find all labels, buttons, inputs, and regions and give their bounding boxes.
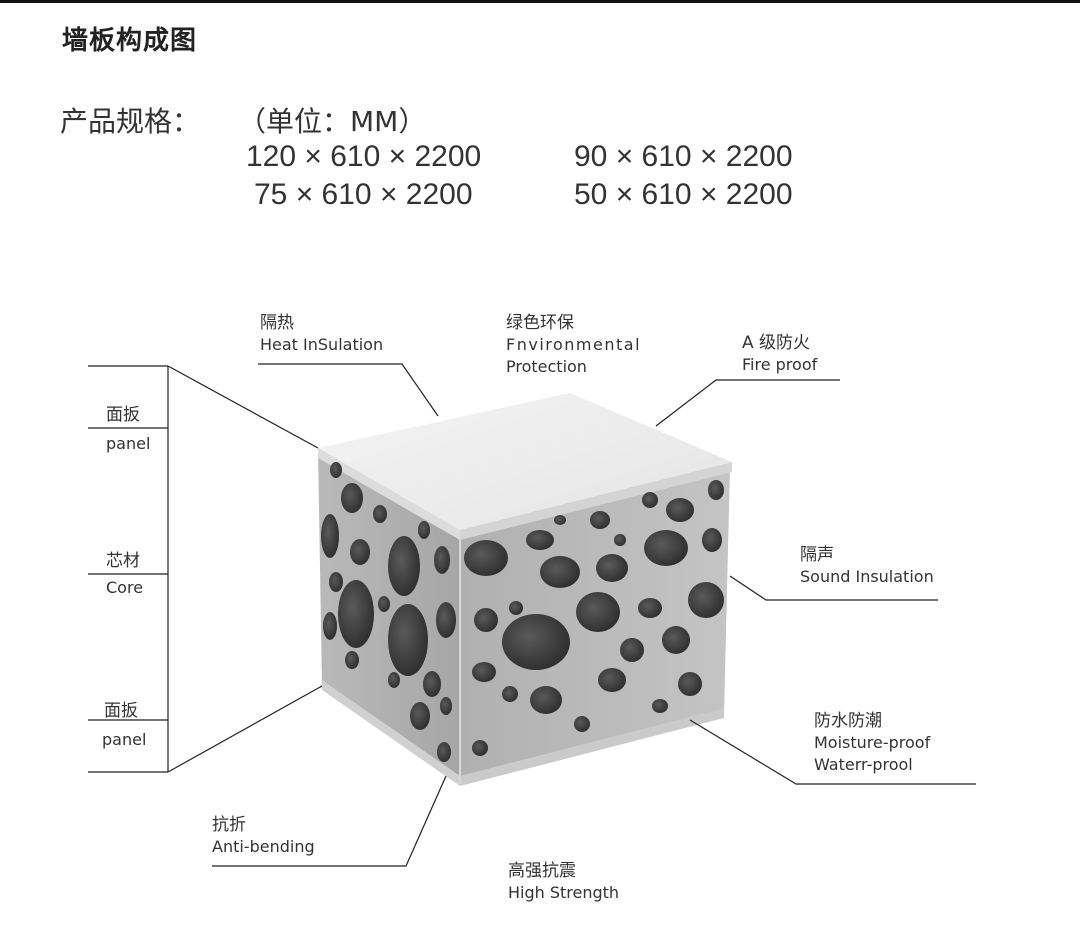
callout-moisture-en1: Moisture-proof: [814, 733, 931, 752]
label-panel-top-en: panel: [106, 434, 151, 453]
top-border: [0, 0, 1080, 3]
callout-moisture-en2: Waterr-prool: [814, 755, 913, 774]
callout-fire-cn: A 级防火: [742, 333, 811, 353]
spec-size-1: 120 × 610 × 2200: [246, 140, 482, 173]
spec-size-4: 50 × 610 × 2200: [574, 178, 793, 211]
callout-heat-en: Heat InSulation: [260, 335, 384, 354]
callout-strength-en: High Strength: [508, 883, 620, 902]
label-panel-top-cn: 面扳: [106, 405, 140, 425]
wall-panel-cube: [318, 393, 732, 786]
callout-high-strength: 高强抗震 High Strength: [508, 860, 619, 904]
core-pores-left: [321, 462, 456, 762]
callout-sound-insulation: 隔声 Sound Insulation: [800, 544, 934, 588]
callout-sound-cn: 隔声: [800, 545, 834, 565]
spec-size-3: 75 × 610 × 2200: [254, 178, 473, 211]
label-core-en: Core: [106, 578, 144, 597]
page-title: 墙板构成图: [62, 26, 198, 56]
callout-moisture-proof: 防水防潮 Moisture-proof Waterr-prool: [814, 710, 930, 776]
callout-env-cn: 绿色环保: [506, 313, 574, 333]
callout-lines: [212, 363, 976, 867]
callout-env-en2: Protection: [506, 357, 587, 376]
callout-anti-bending: 抗折 Anti-bending: [212, 814, 315, 858]
label-panel-bottom-cn: 面扳: [104, 701, 138, 721]
label-panel-bottom-en: panel: [102, 730, 147, 749]
callout-environmental: 绿色环保 Fnvironmental Protection: [506, 312, 641, 378]
spec-label: 产品规格：: [60, 105, 201, 138]
callout-sound-en: Sound Insulation: [800, 567, 934, 586]
callout-env-en1: Fnvironmental: [506, 335, 642, 354]
core-pores-right: [464, 480, 724, 756]
callout-strength-cn: 高强抗震: [508, 861, 576, 881]
left-bracket-lines: [88, 365, 323, 773]
callout-fire-en: Fire proof: [742, 355, 818, 374]
spec-size-2: 90 × 610 × 2200: [574, 140, 793, 173]
cube-top-panel: [318, 393, 732, 530]
callout-heat-cn: 隔热: [260, 313, 294, 333]
callout-moisture-cn: 防水防潮: [814, 711, 882, 731]
callout-bending-cn: 抗折: [212, 815, 246, 835]
spec-unit: （单位：MM）: [238, 105, 427, 138]
label-core-cn: 芯材: [106, 551, 140, 571]
callout-heat-insulation: 隔热 Heat InSulation: [260, 312, 383, 356]
callout-fire-proof: A 级防火 Fire proof: [742, 332, 817, 376]
callout-bending-en: Anti-bending: [212, 837, 315, 856]
